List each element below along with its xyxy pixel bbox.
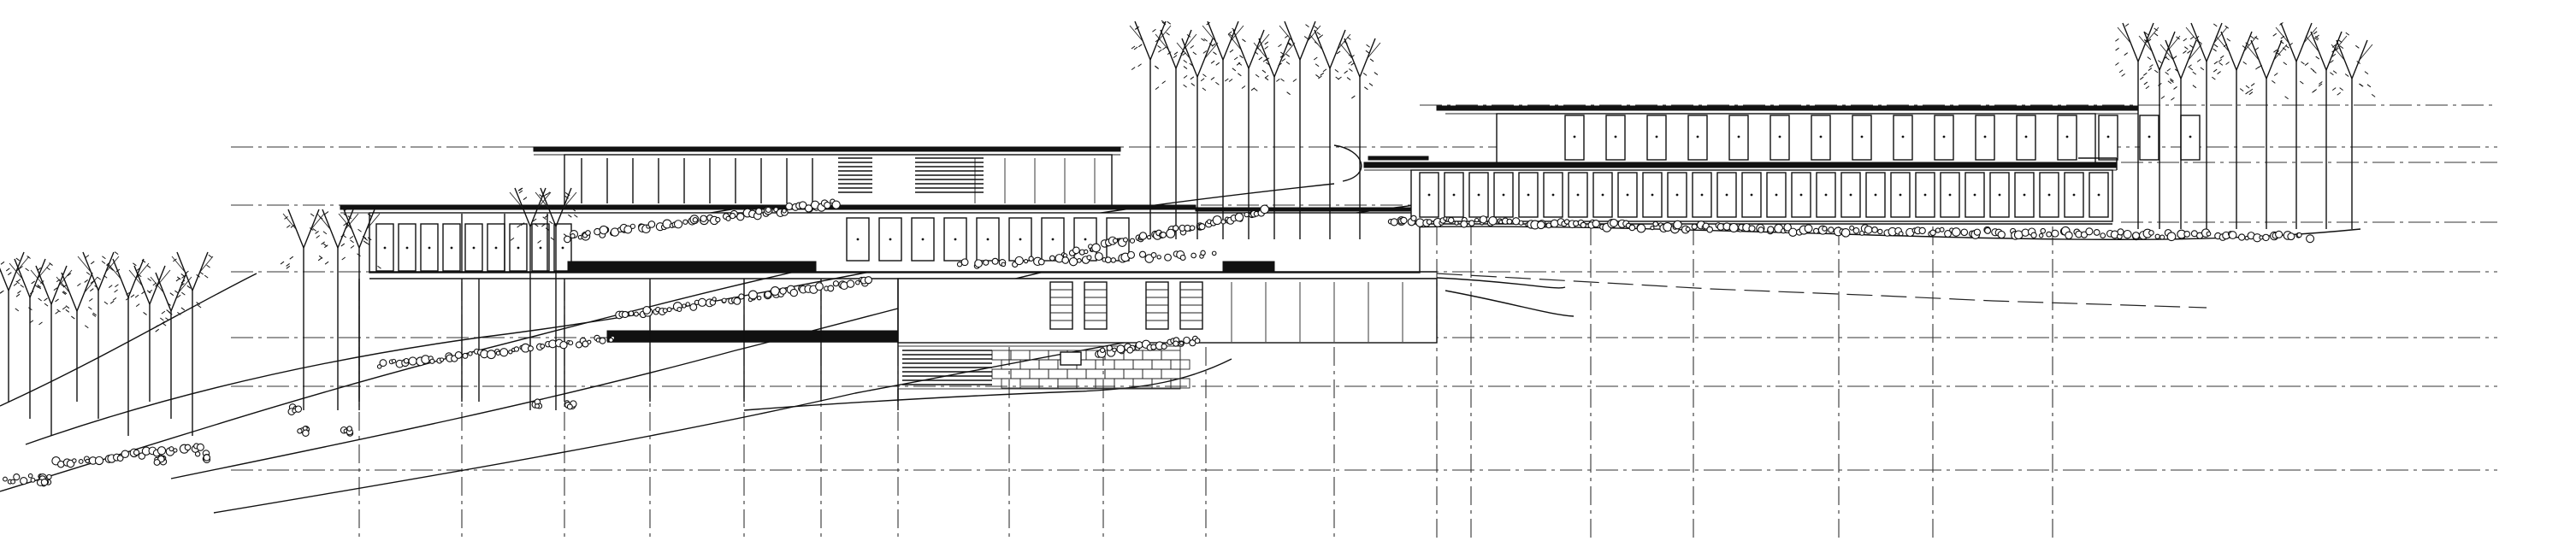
tree [1129,20,1172,239]
left-building-elevation [340,146,1438,410]
tree [171,251,214,436]
tree [2158,39,2205,229]
tree [2213,31,2259,229]
tree [1250,38,1296,239]
tree [5,258,53,419]
tree [53,272,102,402]
tree [77,251,120,419]
tree [2183,22,2231,229]
tree [2245,39,2289,229]
tree-elevations [0,20,2376,436]
shrub-planting [3,198,2315,487]
tree [2330,39,2376,229]
tree [280,209,328,410]
structural-grid-lines [358,226,2053,541]
tree [1308,29,1353,239]
tree [0,251,32,402]
tree [315,209,362,410]
tree [2272,21,2320,229]
tree [338,208,381,410]
tree [148,272,192,419]
tree [29,265,75,436]
tree [125,265,174,402]
tree [2115,22,2162,229]
tree [1336,38,1381,239]
tree [532,187,578,410]
right-building-elevation [1333,105,2201,225]
tree [106,258,151,436]
tree [1173,38,1220,239]
tree [1276,21,1321,239]
tree [1225,29,1270,239]
tree [1200,21,1246,239]
tree [2304,31,2350,229]
